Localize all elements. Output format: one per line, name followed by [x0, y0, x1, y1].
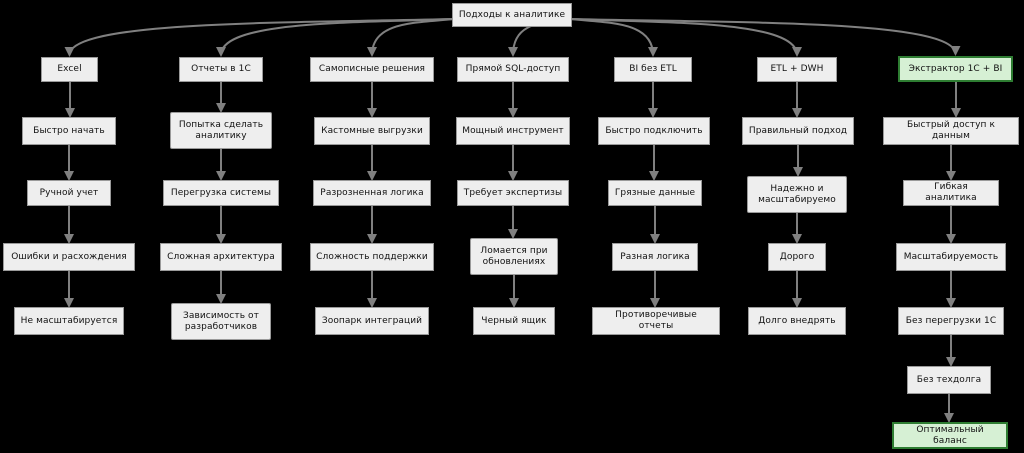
- node-col7-step-4-label: Без перегрузки 1С: [905, 315, 997, 326]
- node-col7-head-label: Экстрактор 1С + BI: [908, 63, 1003, 74]
- node-col7-step-1-label: Быстрый доступ к данным: [906, 120, 996, 141]
- edge-root-branch: [64, 18, 455, 57]
- node-root[interactable]: Подходы к аналитике: [452, 3, 572, 27]
- node-col1-step-2[interactable]: Ручной учет: [27, 180, 111, 206]
- node-col2-head-label: Отчеты в 1С: [191, 64, 251, 74]
- node-col5-step-1[interactable]: Быстро подключить: [598, 117, 710, 145]
- node-col4-step-4[interactable]: Черный ящик: [473, 307, 555, 335]
- node-col7-step-3-label: Масштабируемость: [903, 251, 999, 262]
- node-col2-step-2-label: Перегрузка системы: [170, 187, 272, 198]
- node-col2-step-3-label: Сложная архитектура: [167, 251, 275, 262]
- node-col4-head-label: Прямой SQL-доступ: [465, 64, 561, 74]
- node-col3-step-4[interactable]: Зоопарк интеграций: [315, 307, 429, 335]
- edge-root-branch: [569, 18, 802, 57]
- node-col6-step-2[interactable]: Надежно и масштабируемо: [747, 176, 847, 213]
- node-col6-step-1-label: Правильный подход: [748, 125, 848, 136]
- node-col3-head-label: Самописные решения: [318, 64, 426, 74]
- node-col5-step-4-label: Противоречивые отчеты: [615, 310, 697, 331]
- node-col7-step-5-label: Без техдолга: [916, 374, 982, 385]
- node-col6-step-4[interactable]: Долго внедрять: [748, 307, 846, 335]
- node-col3-head[interactable]: Самописные решения: [310, 57, 434, 82]
- node-col7-head[interactable]: Экстрактор 1С + BI: [898, 56, 1013, 82]
- node-col1-step-4[interactable]: Не масштабируется: [14, 307, 124, 335]
- node-col5-head-label: BI без ETL: [629, 64, 677, 74]
- node-col1-head[interactable]: Excel: [41, 57, 98, 82]
- node-col5-step-4[interactable]: Противоречивые отчеты: [592, 307, 720, 335]
- edge-root-branch: [569, 18, 658, 57]
- node-col3-step-2[interactable]: Разрозненная логика: [313, 180, 431, 206]
- node-col2-step-4[interactable]: Зависимость от разработчиков: [171, 303, 271, 340]
- node-col2-step-3[interactable]: Сложная архитектура: [160, 243, 282, 271]
- node-col3-step-3-label: Сложность поддержки: [316, 251, 428, 262]
- node-col7-step-3[interactable]: Масштабируемость: [896, 243, 1006, 271]
- node-col7-step-5[interactable]: Без техдолга: [907, 366, 991, 394]
- node-col6-step-4-label: Долго внедрять: [758, 315, 836, 326]
- node-col5-step-2[interactable]: Грязные данные: [608, 180, 702, 206]
- node-col7-step-6[interactable]: Оптимальный баланс: [892, 422, 1008, 449]
- node-col5-step-1-label: Быстро подключить: [605, 125, 703, 136]
- node-col2-step-2[interactable]: Перегрузка системы: [163, 180, 279, 206]
- node-col7-step-2-label: Гибкая аналитика: [925, 182, 977, 203]
- node-col1-step-3[interactable]: Ошибки и расхождения: [3, 243, 135, 271]
- node-col4-head[interactable]: Прямой SQL-доступ: [457, 57, 569, 82]
- node-col3-step-4-label: Зоопарк интеграций: [321, 315, 423, 326]
- node-col1-head-label: Excel: [57, 64, 82, 74]
- node-col4-step-3-label: Ломается при обновлениях: [480, 245, 548, 267]
- node-col5-step-3[interactable]: Разная логика: [612, 243, 698, 271]
- node-col4-step-2[interactable]: Требует экспертизы: [457, 180, 569, 206]
- node-col4-step-1[interactable]: Мощный инструмент: [456, 117, 570, 145]
- edge-root-branch: [569, 18, 961, 56]
- node-col1-step-3-label: Ошибки и расхождения: [11, 251, 127, 262]
- node-col2-head[interactable]: Отчеты в 1С: [179, 57, 263, 82]
- node-col4-step-1-label: Мощный инструмент: [462, 125, 564, 136]
- node-col6-step-2-label: Надежно и масштабируемо: [758, 183, 836, 205]
- node-root-label: Подходы к аналитике: [458, 9, 566, 20]
- node-col1-step-1-label: Быстро начать: [33, 125, 105, 136]
- edge-root-branch: [367, 18, 455, 57]
- node-col1-step-1[interactable]: Быстро начать: [22, 117, 116, 145]
- node-col6-head[interactable]: ETL + DWH: [757, 57, 837, 82]
- edge-root-branch: [216, 18, 455, 57]
- node-col5-step-3-label: Разная логика: [620, 251, 690, 262]
- node-col2-step-4-label: Зависимость от разработчиков: [182, 310, 260, 332]
- node-col6-step-3-label: Дорого: [779, 251, 815, 262]
- node-col2-step-1[interactable]: Попытка сделать аналитику: [170, 112, 272, 149]
- node-col6-head-label: ETL + DWH: [770, 64, 824, 74]
- node-col4-step-2-label: Требует экспертизы: [463, 187, 563, 198]
- node-col7-step-1[interactable]: Быстрый доступ к данным: [883, 117, 1019, 145]
- node-col3-step-3[interactable]: Сложность поддержки: [310, 243, 434, 271]
- node-col1-step-4-label: Не масштабируется: [20, 315, 118, 326]
- node-col7-step-6-label: Оптимальный баланс: [916, 424, 984, 446]
- node-col3-step-1[interactable]: Кастомные выгрузки: [314, 117, 430, 145]
- node-col4-step-3[interactable]: Ломается при обновлениях: [470, 238, 558, 275]
- node-col4-step-4-label: Черный ящик: [481, 315, 547, 326]
- node-col6-step-1[interactable]: Правильный подход: [742, 117, 854, 145]
- node-col5-step-2-label: Грязные данные: [614, 187, 696, 198]
- node-col1-step-2-label: Ручной учет: [39, 187, 99, 198]
- node-col3-step-2-label: Разрозненная логика: [320, 187, 424, 198]
- node-col2-step-1-label: Попытка сделать аналитику: [178, 119, 264, 141]
- node-col7-step-2[interactable]: Гибкая аналитика: [903, 180, 999, 206]
- node-col5-head[interactable]: BI без ETL: [614, 57, 692, 82]
- node-col3-step-1-label: Кастомные выгрузки: [321, 125, 423, 136]
- node-col7-step-4[interactable]: Без перегрузки 1С: [898, 307, 1004, 335]
- node-col6-step-3[interactable]: Дорого: [768, 243, 826, 271]
